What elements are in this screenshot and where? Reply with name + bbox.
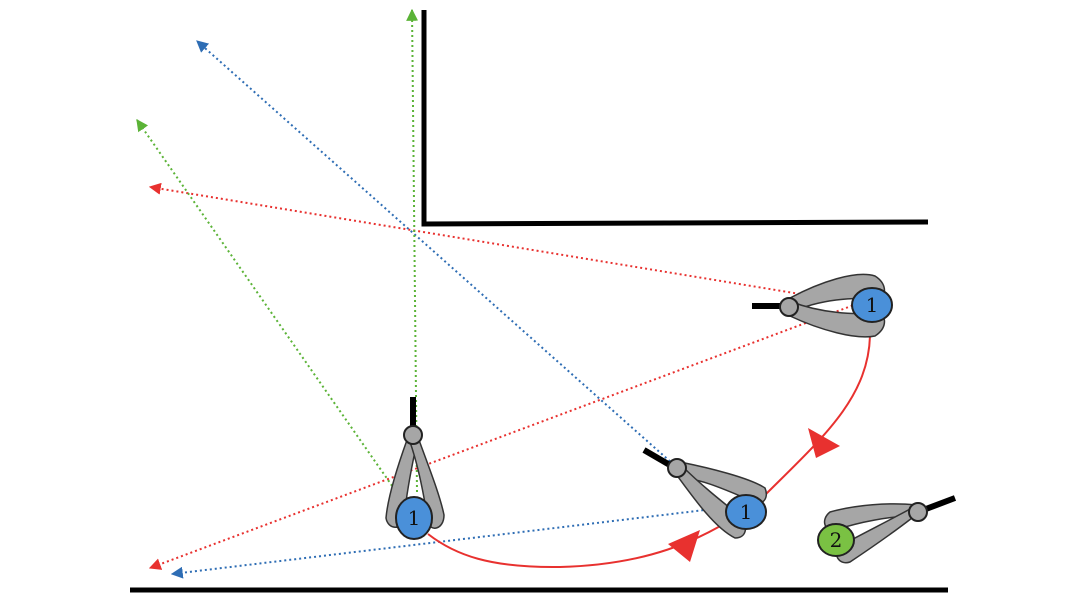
agent-badge: [395, 496, 433, 540]
motion-path: [427, 335, 871, 569]
agent-label: 1: [866, 293, 879, 317]
ray-red-lower: [148, 301, 863, 570]
gripper-icon: 1: [642, 447, 767, 539]
ray-green-vertical: [406, 8, 419, 493]
ray-blue-lower: [170, 505, 739, 579]
arrowhead-icon: [808, 428, 840, 458]
agent-badge: [725, 494, 767, 530]
ray-blue-upper: [196, 40, 701, 489]
path-segment-2: [427, 499, 761, 569]
gripper-icon: 1: [385, 397, 445, 540]
agent-label: 1: [408, 506, 421, 530]
agent-badge: [851, 287, 893, 323]
agent-badge: [817, 523, 855, 557]
gripper-icon: 1: [752, 273, 893, 338]
ray-red-upper: [148, 182, 801, 295]
upper-wall: [421, 10, 929, 227]
rays: [136, 8, 863, 579]
ray-green-diagonal: [136, 119, 396, 491]
agent-label: 1: [740, 500, 753, 524]
walls: [130, 10, 948, 593]
agent-label: 2: [830, 528, 843, 552]
gripper-icon: 2: [817, 495, 957, 564]
path-segment-1: [759, 335, 871, 501]
arrowhead-icon: [668, 530, 700, 562]
